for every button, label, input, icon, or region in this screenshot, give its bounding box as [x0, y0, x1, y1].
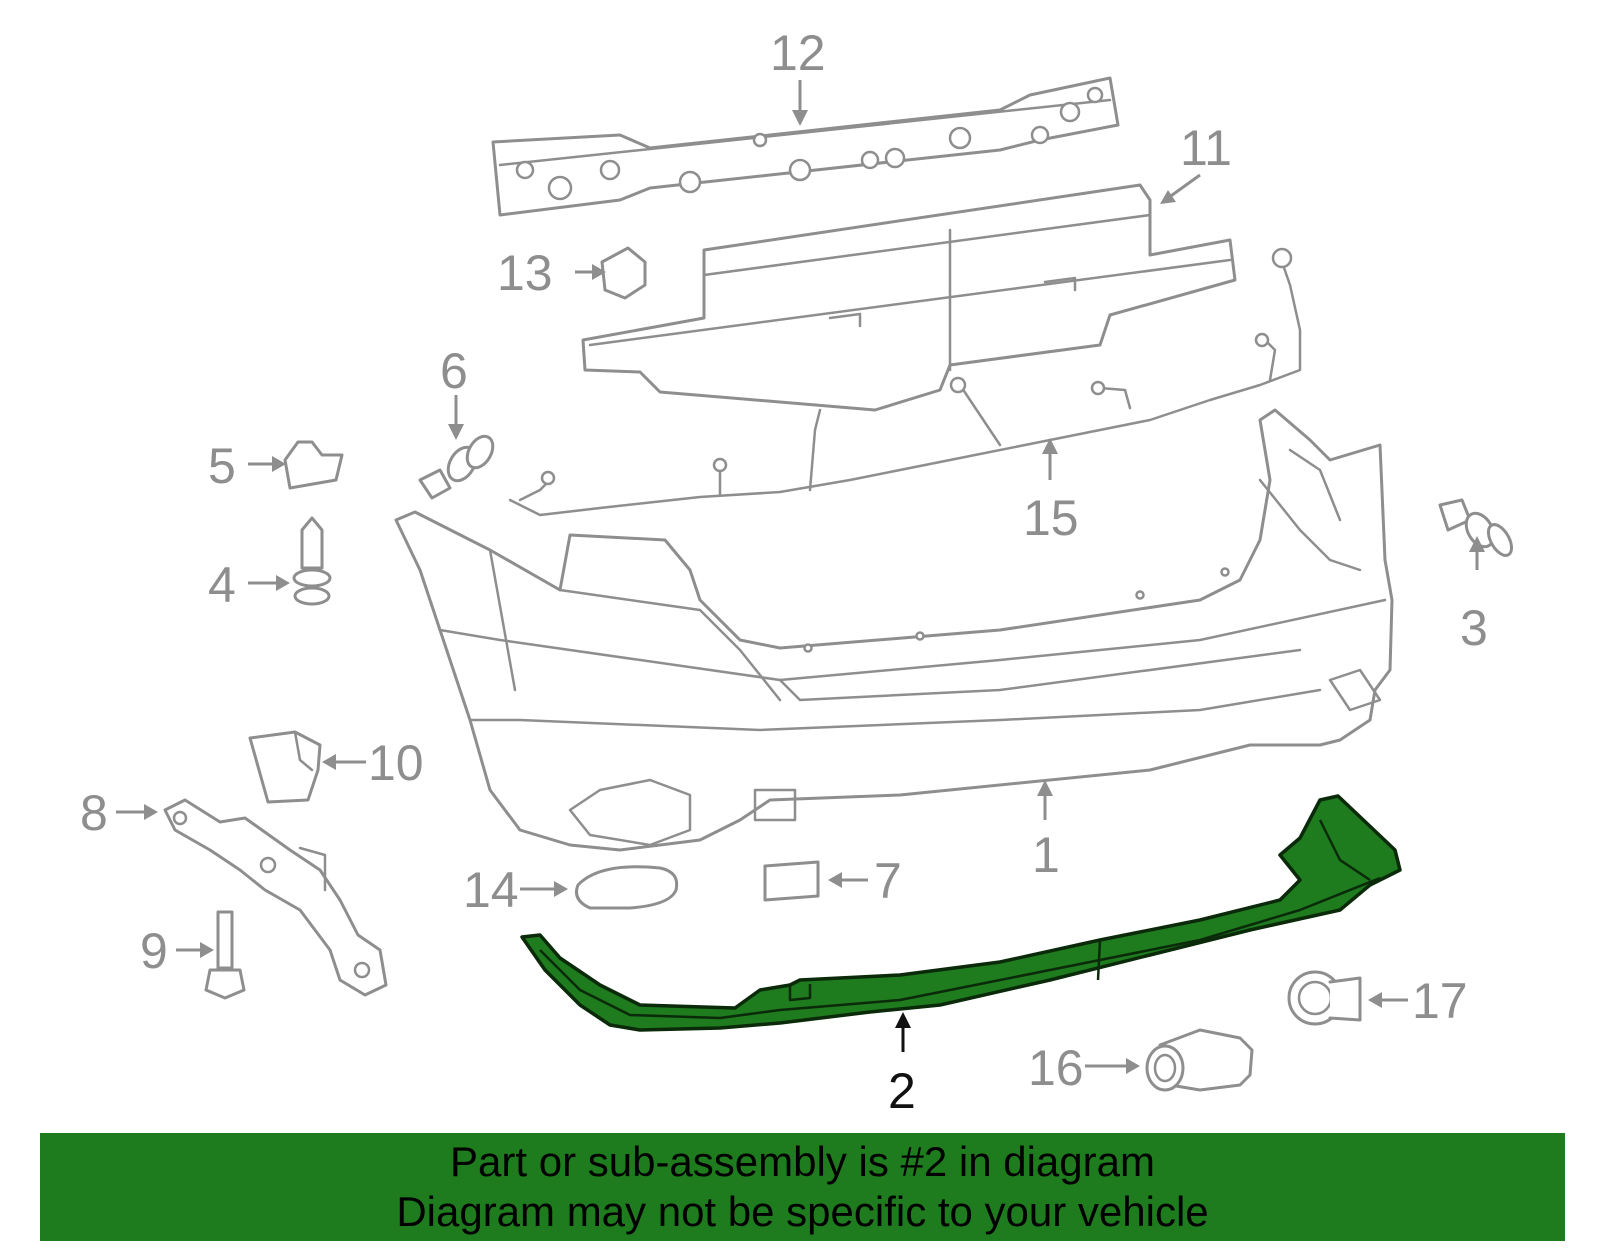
callout-9: 9 [140, 923, 168, 979]
part-17-sensor-retainer[interactable] [1287, 970, 1362, 1026]
part-16-park-sensor[interactable] [1145, 1028, 1254, 1092]
part-13-nut[interactable] [600, 246, 647, 300]
callout-3: 3 [1460, 600, 1488, 656]
callout-7: 7 [874, 853, 902, 909]
part-5-bracket-clip[interactable] [283, 440, 344, 490]
part-12-reinforcement-bar[interactable] [491, 76, 1120, 217]
banner-line-2: Diagram may not be specific to your vehi… [396, 1188, 1209, 1235]
callout-6: 6 [440, 343, 468, 399]
part-2-lower-valance[interactable] [520, 794, 1402, 1032]
part-8-side-bracket[interactable] [163, 798, 388, 997]
callout-13: 13 [497, 245, 553, 301]
callout-10: 10 [368, 735, 424, 791]
callout-5: 5 [208, 438, 236, 494]
callout-labels: 12 11 13 6 5 4 3 15 1 2 10 8 9 14 7 16 1… [80, 25, 1488, 1119]
callout-8: 8 [80, 785, 108, 841]
banner-line-1: Part or sub-assembly is #2 in diagram [450, 1138, 1155, 1185]
part-info-banner: Part or sub-assembly is #2 in diagram Di… [40, 1133, 1565, 1241]
callout-12: 12 [770, 25, 826, 81]
callout-14: 14 [463, 862, 519, 918]
part-10-bracket[interactable] [248, 730, 322, 804]
callout-16: 16 [1028, 1040, 1084, 1096]
callout-15: 15 [1023, 490, 1079, 546]
part-4-clip[interactable] [292, 516, 332, 606]
part-1-bumper-fascia[interactable] [394, 408, 1394, 852]
part-7-pad[interactable] [763, 860, 820, 902]
callout-4: 4 [208, 557, 236, 613]
callout-11: 11 [1180, 120, 1232, 176]
part-3-push-pin[interactable] [1438, 498, 1516, 559]
part-14-reflector[interactable] [575, 865, 679, 910]
callout-2: 2 [888, 1063, 916, 1119]
callout-17: 17 [1412, 973, 1468, 1029]
callout-leaders [116, 80, 1485, 1074]
callout-1: 1 [1032, 827, 1060, 883]
part-11-energy-absorber[interactable] [581, 183, 1237, 412]
part-6-push-pin[interactable] [418, 432, 498, 500]
part-9-bolt[interactable] [204, 910, 246, 1000]
